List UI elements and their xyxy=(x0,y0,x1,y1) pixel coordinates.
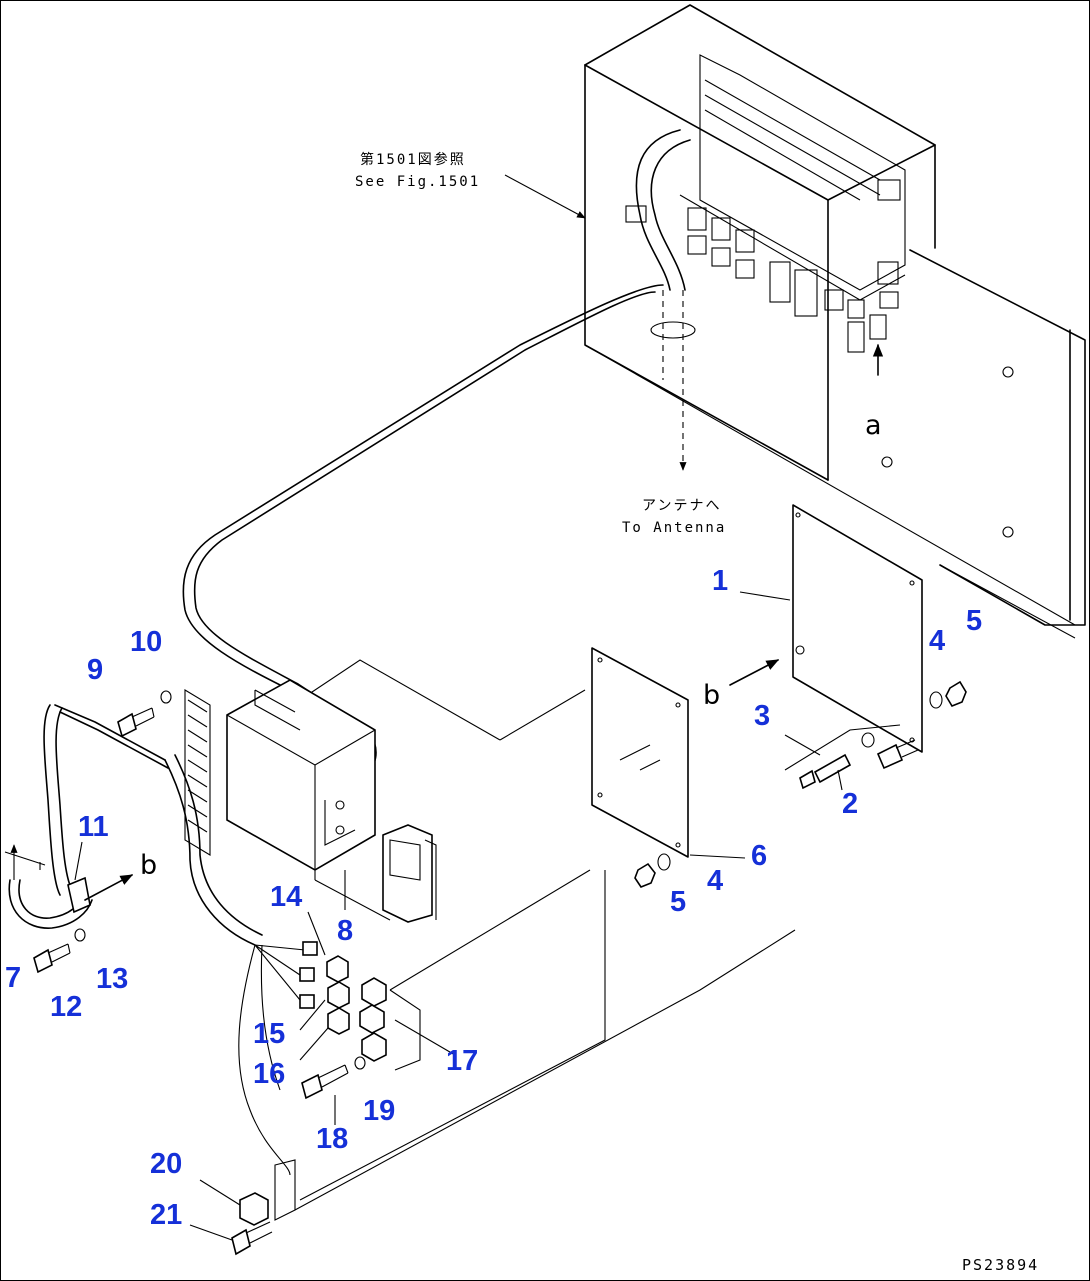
connector-cluster-right xyxy=(359,977,421,1071)
view-letter-b-left: b xyxy=(140,850,158,881)
plate-1 xyxy=(792,504,923,753)
bolt-18 xyxy=(301,1064,349,1100)
bolt-12 xyxy=(33,943,71,974)
stud-assembly-2-3 xyxy=(784,724,919,790)
bolt-9 xyxy=(117,707,155,738)
callout-18: 18 xyxy=(316,1123,349,1155)
connector-cluster-left xyxy=(299,941,350,1035)
callout-12: 12 xyxy=(50,991,83,1023)
callout-2: 2 xyxy=(842,788,859,820)
callout-15: 15 xyxy=(253,1018,286,1050)
note-see-fig-en: See Fig.1501 xyxy=(355,174,481,190)
callout-5-lower: 5 xyxy=(670,886,687,918)
note-see-fig-jp: 第1501図参照 xyxy=(360,152,466,168)
callout-19: 19 xyxy=(363,1095,396,1127)
callout-6: 6 xyxy=(751,840,768,872)
callout-16: 16 xyxy=(253,1058,286,1090)
bottom-bracket xyxy=(231,1159,296,1256)
callout-3: 3 xyxy=(754,700,771,732)
view-letter-b-right: b xyxy=(703,680,721,711)
callout-4-upper: 4 xyxy=(929,625,946,657)
mounting-plate xyxy=(881,249,1086,626)
callout-7: 7 xyxy=(5,962,22,994)
callout-1: 1 xyxy=(712,565,729,597)
callout-8: 8 xyxy=(337,915,354,947)
callout-17: 17 xyxy=(446,1045,479,1077)
controller-unit xyxy=(226,679,376,871)
view-letter-a: a xyxy=(865,410,882,441)
callout-14: 14 xyxy=(270,881,303,913)
callout-11: 11 xyxy=(78,811,109,843)
callout-20: 20 xyxy=(150,1148,183,1180)
note-antenna-en: To Antenna xyxy=(622,520,727,536)
callout-5-upper: 5 xyxy=(966,605,983,637)
drawing-id: PS23894 xyxy=(962,1256,1040,1274)
plate-6 xyxy=(591,647,689,858)
callout-21: 21 xyxy=(150,1199,183,1231)
note-antenna-jp: アンテナへ xyxy=(642,498,722,514)
ground-cable-7 xyxy=(4,704,169,929)
callout-4-lower: 4 xyxy=(707,865,724,897)
display-unit xyxy=(382,824,437,923)
callout-13: 13 xyxy=(96,963,129,995)
callout-9: 9 xyxy=(87,654,104,686)
callout-10: 10 xyxy=(130,626,163,658)
controller-cabinet xyxy=(584,4,936,481)
